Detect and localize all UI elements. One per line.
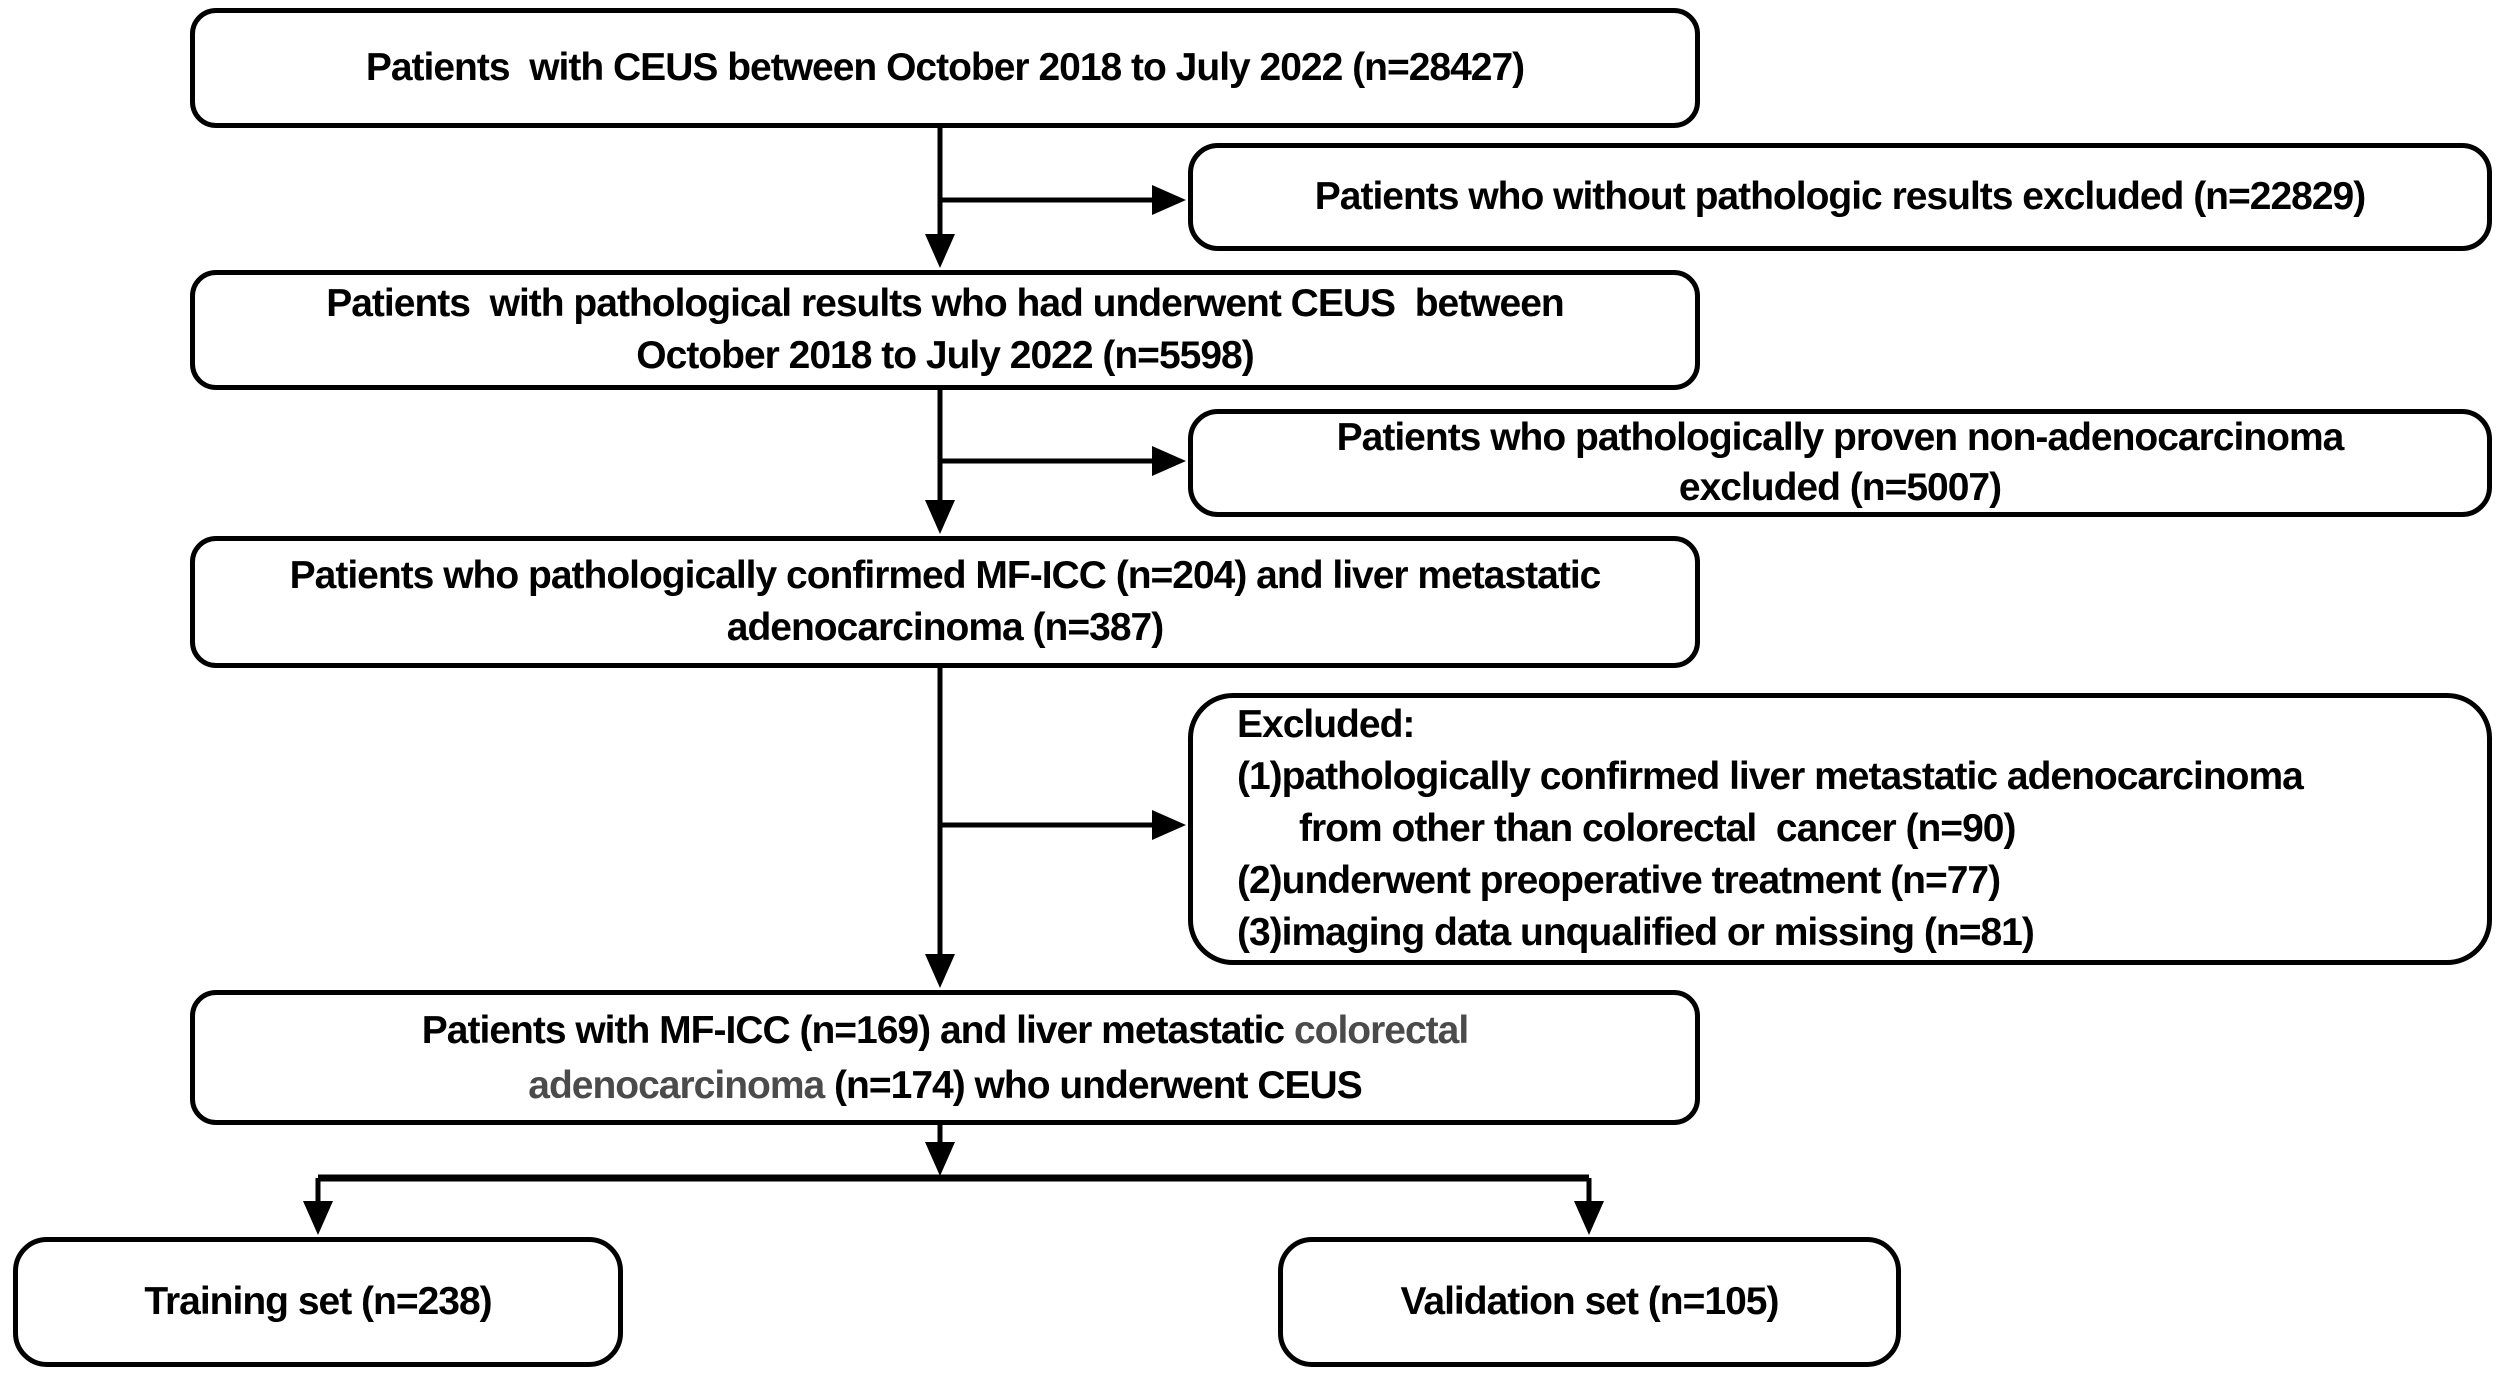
arrow-branch-exclusion-criteria [940, 810, 1186, 840]
box-ceus-cohort: Patients with CEUS between October 2018 … [190, 8, 1700, 128]
exclusion-title: Excluded: [1237, 703, 1415, 746]
box-text-line: adenocarcinoma (n=174) who underwent CEU… [528, 1058, 1363, 1113]
arrow-branch-excluded-non-adenocarcinoma [940, 446, 1186, 476]
exclusion-item-1: (1)pathologically confirmed liver metast… [1237, 755, 2304, 798]
box-final-cohort: Patients with MF-ICC (n=169) and liver m… [190, 990, 1700, 1125]
arrow-confirmed-to-final [925, 668, 955, 988]
box-validation-set: Validation set (n=105) [1278, 1237, 1901, 1367]
arrow-final-to-split [925, 1125, 955, 1176]
exclusion-item-3: (3)imaging data unqualified or missing (… [1237, 911, 2035, 954]
box-exclusion-criteria: Excluded: (1)pathologically confirmed li… [1188, 693, 2492, 965]
box-excluded-non-adenocarcinoma: Patients who pathologically proven non-a… [1188, 409, 2492, 517]
box-text-line: excluded (n=5007) [1678, 466, 2002, 509]
arrow-pathological-to-confirmed [925, 390, 955, 534]
arrow-initial-to-pathological [925, 128, 955, 268]
box-text-line: Patients with MF-ICC (n=169) and liver m… [421, 1003, 1469, 1058]
exclusion-item-2: (2)underwent preoperative treatment (n=7… [1237, 859, 2001, 902]
box-text-line: Patients who pathologically proven non-a… [1336, 416, 2345, 459]
box-text-line: adenocarcinoma (n=387) [726, 606, 1164, 649]
box-confirmed-mficc-and-metastatic: Patients who pathologically confirmed MF… [190, 536, 1700, 668]
final-line2-muted: adenocarcinoma [528, 1063, 825, 1107]
box-text-line: Patients who without pathologic results … [1314, 175, 2366, 218]
arrow-split-to-training [303, 1178, 333, 1235]
box-text-line: Patients who pathologically confirmed MF… [289, 554, 1602, 597]
exclusion-item-1-continued: from other than colorectal cancer (n=90) [1299, 807, 2016, 850]
box-text-line: Training set (n=238) [144, 1280, 492, 1323]
box-pathological-results-cohort: Patients with pathological results who h… [190, 270, 1700, 390]
box-excluded-no-pathologic-results: Patients who without pathologic results … [1188, 143, 2492, 251]
arrow-branch-excluded-no-pathology [940, 185, 1186, 215]
arrow-split-to-validation [1574, 1178, 1604, 1235]
final-line1-muted: colorectal [1293, 1008, 1469, 1052]
box-text-line: October 2018 to July 2022 (n=5598) [636, 334, 1254, 377]
box-text-line: Validation set (n=105) [1400, 1280, 1780, 1323]
final-line1-black: Patients with MF-ICC (n=169) and liver m… [421, 1008, 1294, 1052]
box-text-line: Patients with CEUS between October 2018 … [365, 46, 1525, 89]
final-line2-black: (n=174) who underwent CEUS [824, 1063, 1363, 1107]
box-training-set: Training set (n=238) [13, 1237, 623, 1367]
box-text-line: Patients with pathological results who h… [326, 282, 1565, 325]
